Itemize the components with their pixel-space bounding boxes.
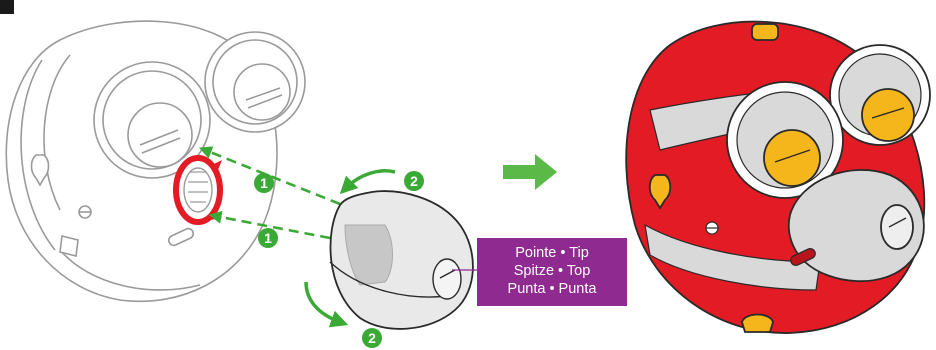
rotate-arrow-upper [346,171,395,188]
step-badge-2-upper: 2 [404,171,424,191]
svg-text:2: 2 [368,330,376,346]
svg-text:1: 1 [260,175,268,191]
tip-label-line-1: Pointe • Tip [477,244,627,262]
drive-hub [176,158,222,222]
tip-label-line-3: Punta • Punta [477,280,627,298]
step-badge-1-upper: 1 [254,173,274,193]
tip-label-line-2: Spitze • Top [477,262,627,280]
rotate-arrow-lower [306,282,340,322]
svg-text:1: 1 [264,230,272,246]
tip-label-box: Pointe • Tip Spitze • Top Punta • Punta [477,238,627,306]
cap-piece [330,191,478,329]
step-badge-2-lower: 2 [362,328,382,348]
device-outline-unit [6,21,305,301]
result-arrow [503,154,557,190]
device-assembled-unit [626,22,930,333]
step-badge-1-lower: 1 [258,228,278,248]
svg-text:2: 2 [410,173,418,189]
